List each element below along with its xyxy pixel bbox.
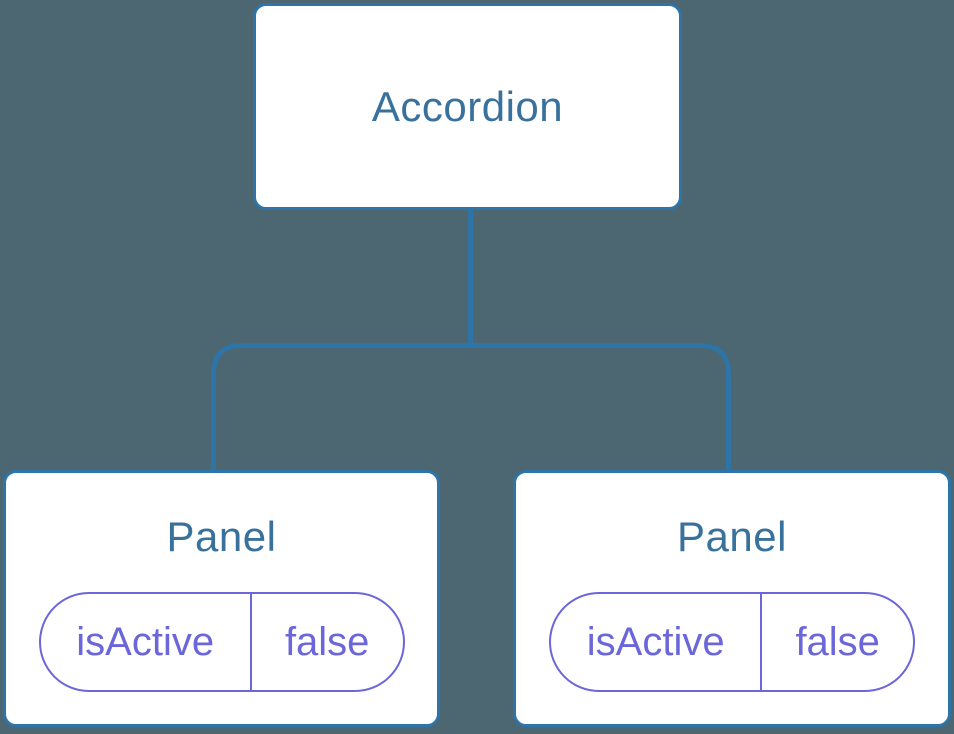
panel-1-state-pill: isActive false <box>38 592 405 692</box>
state-value: false <box>795 619 880 664</box>
state-value: false <box>284 619 370 664</box>
connector-bracket <box>211 343 731 472</box>
tree-node-accordion: Accordion <box>253 3 682 210</box>
tree-node-panel-1: Panel isActive false <box>3 470 440 727</box>
panel-1-label: Panel <box>166 513 277 560</box>
tree-node-panel-2: Panel isActive false <box>513 470 951 727</box>
panel-2-label: Panel <box>677 513 787 560</box>
accordion-node-label: Accordion <box>371 82 564 130</box>
panel-2-state-pill: isActive false <box>549 592 915 692</box>
state-key: isActive <box>41 594 252 690</box>
state-key: isActive <box>551 594 763 690</box>
